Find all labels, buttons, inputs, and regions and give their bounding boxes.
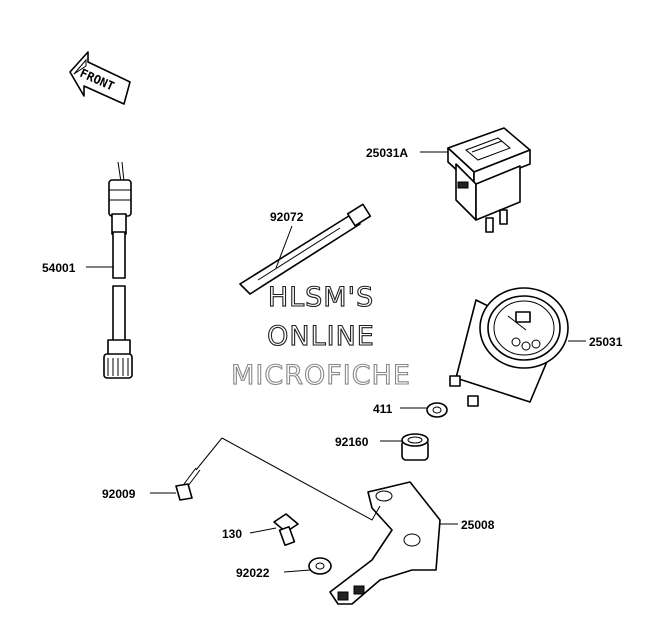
part-label-411: 411 (373, 402, 393, 416)
front-arrow-icon: FRONT (69, 51, 131, 105)
mounting-bracket (329, 481, 441, 605)
washer-411 (426, 402, 448, 418)
part-label-92160: 92160 (335, 435, 369, 449)
part-label-130: 130 (222, 527, 242, 541)
watermark-line-1: HLSM'S (268, 282, 374, 313)
grommet-92160 (401, 433, 429, 461)
washer-92022 (308, 557, 332, 575)
part-label-25031A: 25031A (366, 146, 408, 160)
cable-tie (239, 203, 372, 295)
speedometer-gauge (449, 287, 569, 407)
screw-92009 (175, 437, 223, 501)
part-label-92009: 92009 (102, 487, 136, 501)
bolt-130 (273, 513, 299, 547)
hour-meter (447, 127, 531, 233)
speedometer-cable (103, 161, 133, 379)
part-label-92072: 92072 (270, 210, 304, 224)
leader-screw-to-bracket (221, 437, 381, 521)
leader-130 (249, 527, 277, 534)
watermark-line-3: MICROFICHE (231, 360, 411, 391)
leader-92072 (275, 225, 293, 269)
part-label-54001: 54001 (42, 261, 76, 275)
part-label-25031: 25031 (589, 335, 623, 349)
leader-92022 (283, 569, 311, 573)
watermark-line-2: ONLINE (267, 321, 375, 352)
part-label-25008: 25008 (461, 518, 495, 532)
part-label-92022: 92022 (236, 566, 270, 580)
